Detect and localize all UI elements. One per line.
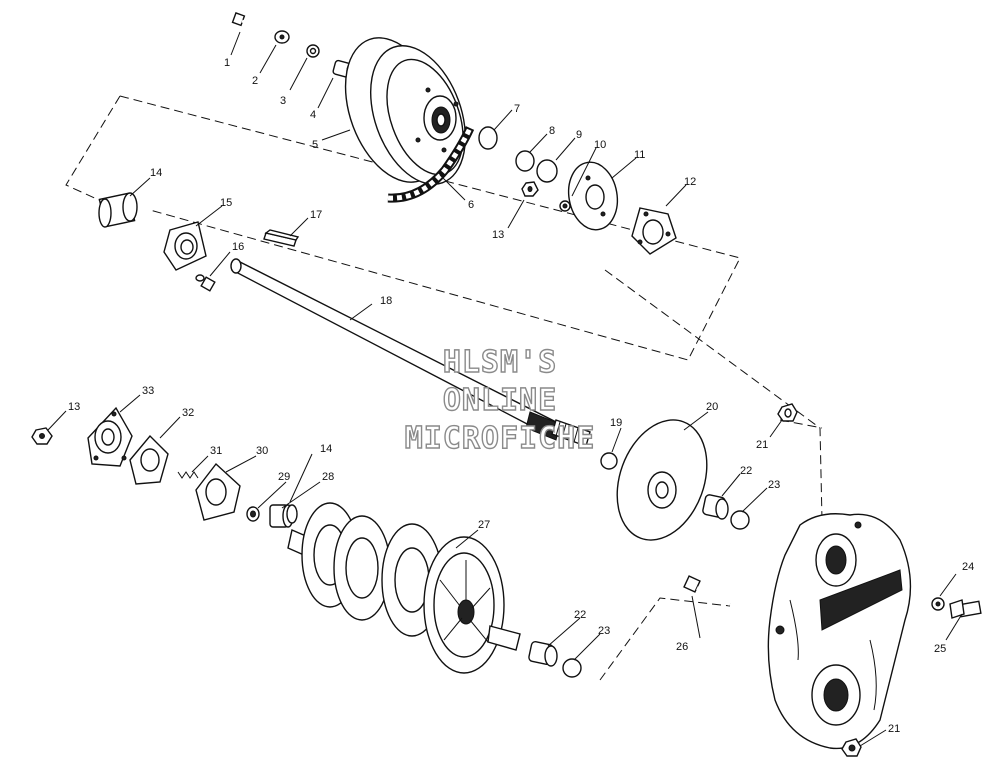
oring-part-8 [515,150,535,172]
watermark-line-3: MICROFICHE [405,421,596,456]
sprocket-part-5 [344,37,467,185]
watermark: HLSM'S ONLINE MICROFICHE [404,344,596,456]
spring-part-31 [177,471,199,479]
callout-21-lower: 21 [888,723,900,735]
callout-13-lower: 13 [68,401,80,413]
callout-14-upper: 14 [150,167,162,179]
ring-part-19 [600,452,618,470]
callout-10: 10 [594,139,606,151]
nut-part-21-upper [777,403,798,422]
callout-27: 27 [478,519,490,531]
callout-28: 28 [322,471,334,483]
callout-7: 7 [514,103,520,115]
gasket-part-12 [631,207,677,255]
key-part-17 [263,229,300,247]
callout-17: 17 [310,209,322,221]
bearing-part-14-lower [286,504,298,524]
oring-part-9 [536,159,558,183]
callout-3: 3 [280,95,286,107]
callout-22-upper: 22 [740,465,752,477]
watermark-line-2: ONLINE [443,383,557,418]
washer-part-24 [931,597,945,611]
callout-25: 25 [934,643,946,655]
plate-part-30 [195,462,241,521]
bearing-part-22-upper [702,494,729,520]
callout-21-upper: 21 [756,439,768,451]
shaft-part-18 [230,258,591,447]
callout-labels: 1 2 3 4 5 6 7 8 9 10 11 12 13 14 15 16 1… [68,57,974,735]
bearing-part-14-upper [98,192,138,228]
flange-part-33 [87,406,133,467]
callout-20: 20 [706,401,718,413]
seal-part-7 [478,126,498,150]
cap-part-23-lower [562,658,582,678]
nut-part-21-lower [841,738,862,757]
washer-part-10 [559,200,571,212]
cap-part-23-upper [730,510,750,530]
callout-22-lower: 22 [574,609,586,621]
bearing-part-22-lower [528,640,558,667]
bolt-part-1 [231,12,273,35]
callout-19: 19 [610,417,622,429]
watermark-line-1: HLSM'S [443,345,557,380]
bolt-part-25 [949,599,982,619]
callout-32: 32 [182,407,194,419]
callout-1: 1 [224,57,230,69]
callout-8: 8 [549,125,555,137]
bolt-part-16 [195,274,216,292]
callout-16: 16 [232,241,244,253]
nut-part-13-upper [521,181,539,197]
callout-18: 18 [380,295,392,307]
callout-13-upper: 13 [492,229,504,241]
callout-30: 30 [256,445,268,457]
callout-6: 6 [468,199,474,211]
callout-31: 31 [210,445,222,457]
callout-12: 12 [684,176,696,188]
callout-2: 2 [252,75,258,87]
lockwasher-part-3 [306,44,320,58]
callout-11: 11 [634,149,645,161]
callout-15: 15 [220,197,232,209]
callout-24: 24 [962,561,974,573]
washer-part-2 [274,30,290,44]
callout-5: 5 [312,139,318,151]
callout-14-lower: 14 [320,443,332,455]
flange-part-15 [163,221,207,271]
nut-part-13-lower [31,427,53,445]
brake-disc-part-20 [616,419,708,541]
bolt-part-26 [683,575,731,606]
drive-shaft-part-27 [287,502,521,674]
dashed-alignment-lines [65,95,823,681]
callout-9: 9 [576,129,582,141]
callout-29: 29 [278,471,290,483]
leader-lines [47,31,963,747]
callout-33: 33 [142,385,154,397]
callout-26: 26 [676,641,688,653]
callout-23-upper: 23 [768,479,780,491]
chaincase-housing [767,513,912,750]
callout-4: 4 [310,109,316,121]
gasket-part-32 [129,434,169,485]
nut-part-29 [246,506,260,522]
callout-23-lower: 23 [598,625,610,637]
chain-part-6 [387,126,475,203]
